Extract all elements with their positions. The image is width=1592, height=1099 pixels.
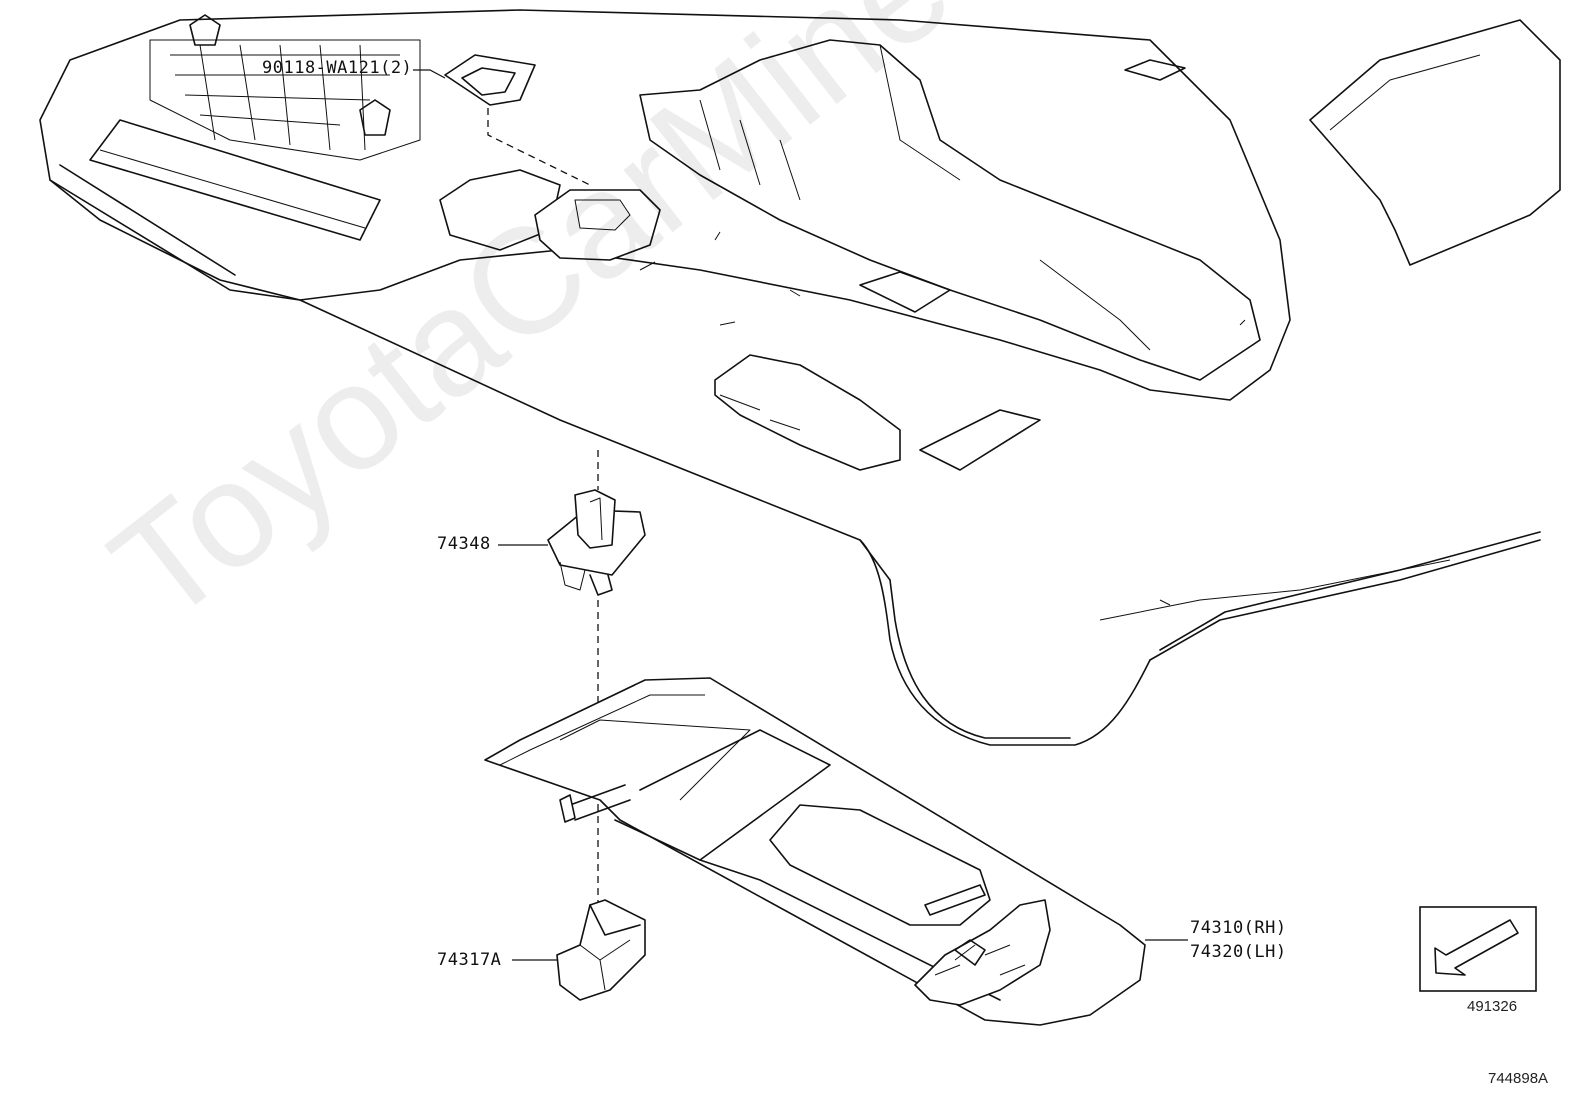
holder-74348-part	[547, 489, 646, 596]
headliner-panel	[39, 9, 1561, 746]
leader-clip	[413, 69, 446, 79]
part-label-visor-lh[interactable]: 74320(LH)	[1190, 942, 1287, 962]
hinge-cover-74317A-part	[556, 899, 646, 1001]
direction-arrow-icon	[1434, 919, 1519, 976]
part-label-hinge-cover[interactable]: 74317A	[437, 950, 502, 970]
sun-visor-part	[484, 677, 1146, 1026]
reference-box-code: 491326	[1467, 998, 1518, 1015]
part-label-clip[interactable]: 90118-WA121(2)	[262, 58, 413, 78]
clip-90118-part	[444, 54, 536, 106]
part-label-visor-rh[interactable]: 74310(RH)	[1190, 918, 1287, 938]
front-direction-reference-box	[1419, 906, 1537, 992]
part-label-holder[interactable]: 74348	[437, 534, 491, 554]
illustration-code: 744898A	[1488, 1070, 1549, 1087]
